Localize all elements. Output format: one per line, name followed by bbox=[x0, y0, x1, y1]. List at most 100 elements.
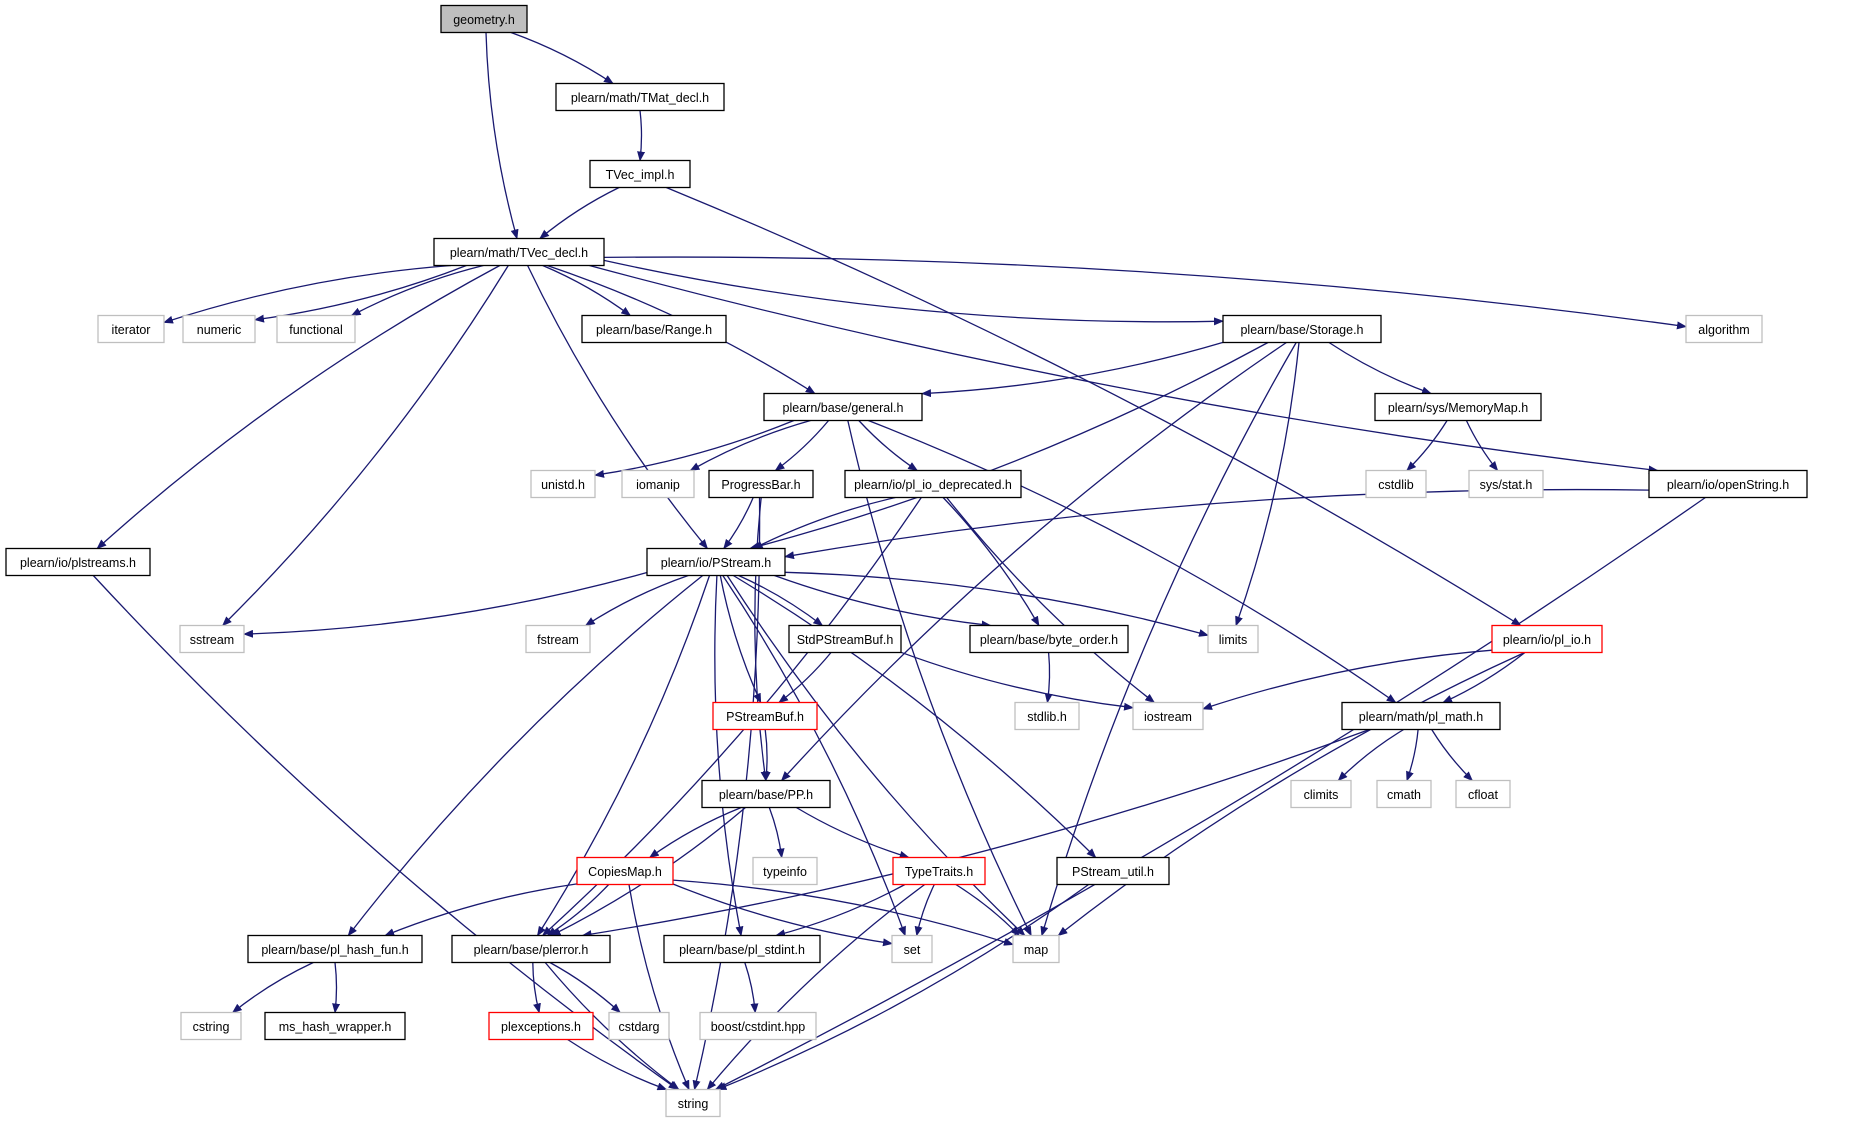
node-pl_io[interactable]: plearn/io/pl_io.h bbox=[1491, 624, 1603, 654]
node-storage[interactable]: plearn/base/Storage.h bbox=[1222, 314, 1382, 344]
node-label: iterator bbox=[112, 323, 151, 337]
node-tvec_decl[interactable]: plearn/math/TVec_decl.h bbox=[433, 237, 605, 267]
node-stdpstreambuf[interactable]: StdPStreamBuf.h bbox=[788, 624, 902, 654]
node-box bbox=[1685, 314, 1763, 344]
node-cfloat: cfloat bbox=[1455, 779, 1511, 809]
node-byte_order[interactable]: plearn/base/byte_order.h bbox=[969, 624, 1129, 654]
node-tmat_decl[interactable]: plearn/math/TMat_decl.h bbox=[555, 82, 725, 112]
node-pl_stdint[interactable]: plearn/base/pl_stdint.h bbox=[663, 934, 821, 964]
node-pp[interactable]: plearn/base/PP.h bbox=[701, 779, 831, 809]
edge-tvec_decl-to-algorithm bbox=[603, 256, 1687, 330]
node-label: ms_hash_wrapper.h bbox=[279, 1020, 392, 1034]
edge-pl_hash_fun-to-cstring bbox=[231, 961, 314, 1014]
node-box bbox=[247, 934, 423, 964]
node-ms_hash[interactable]: ms_hash_wrapper.h bbox=[264, 1011, 406, 1041]
node-pstream_util[interactable]: PStream_util.h bbox=[1056, 856, 1170, 886]
edge-plerror-to-plexceptions bbox=[532, 962, 541, 1014]
node-label: geometry.h bbox=[453, 13, 515, 27]
edge-tvec_impl-to-tvec_decl bbox=[539, 186, 620, 240]
edge-stdpstreambuf-to-iostream bbox=[900, 651, 1134, 711]
edge-storage-to-general bbox=[921, 341, 1224, 398]
edge-pstream_util-to-string bbox=[716, 883, 1089, 1091]
node-label: climits bbox=[1304, 788, 1339, 802]
node-label: PStream_util.h bbox=[1072, 865, 1154, 879]
edge-plexceptions-to-string bbox=[567, 1038, 668, 1091]
node-cmath: cmath bbox=[1376, 779, 1432, 809]
edge-storage-to-limits bbox=[1235, 342, 1300, 627]
edge-progressbar-to-pp bbox=[754, 497, 769, 782]
node-label: plearn/io/plstreams.h bbox=[20, 556, 136, 570]
node-geometry[interactable]: geometry.h bbox=[440, 4, 528, 34]
node-box bbox=[530, 469, 596, 499]
node-label: plearn/math/pl_math.h bbox=[1359, 710, 1483, 724]
node-label: TypeTraits.h bbox=[905, 865, 973, 879]
node-numeric: numeric bbox=[182, 314, 256, 344]
node-plstreams[interactable]: plearn/io/plstreams.h bbox=[5, 547, 151, 577]
node-box bbox=[699, 1011, 817, 1041]
node-label: TVec_impl.h bbox=[606, 168, 675, 182]
node-box bbox=[969, 624, 1129, 654]
node-label: ProgressBar.h bbox=[721, 478, 800, 492]
node-range[interactable]: plearn/base/Range.h bbox=[581, 314, 727, 344]
node-pl_io_dep[interactable]: plearn/io/pl_io_deprecated.h bbox=[844, 469, 1022, 499]
node-label: plearn/base/PP.h bbox=[719, 788, 813, 802]
edge-copiesmap-to-set bbox=[672, 883, 893, 947]
node-general[interactable]: plearn/base/general.h bbox=[763, 392, 923, 422]
node-cstring: cstring bbox=[180, 1011, 242, 1041]
edge-pl_hash_fun-to-ms_hash bbox=[332, 962, 341, 1014]
node-box bbox=[621, 469, 695, 499]
node-box bbox=[1491, 624, 1603, 654]
edge-stdpstreambuf-to-pstreambuf bbox=[778, 652, 832, 704]
node-label: StdPStreamBuf.h bbox=[797, 633, 894, 647]
node-box bbox=[589, 159, 691, 189]
node-cstdarg: cstdarg bbox=[608, 1011, 670, 1041]
node-box bbox=[1207, 624, 1259, 654]
node-label: plearn/base/byte_order.h bbox=[980, 633, 1118, 647]
node-label: limits bbox=[1219, 633, 1247, 647]
edge-storage-to-map bbox=[1040, 342, 1297, 937]
node-label: fstream bbox=[537, 633, 579, 647]
node-pl_math[interactable]: plearn/math/pl_math.h bbox=[1341, 701, 1501, 731]
node-box bbox=[752, 856, 818, 886]
edge-memorymap-to-cstdlib bbox=[1406, 420, 1448, 472]
node-progressbar[interactable]: ProgressBar.h bbox=[708, 469, 814, 499]
edge-typetraits-to-pl_stdint bbox=[775, 883, 906, 938]
edge-copiesmap-to-map bbox=[672, 879, 1014, 946]
node-box bbox=[182, 314, 256, 344]
node-label: plearn/math/TVec_decl.h bbox=[450, 246, 588, 260]
node-box bbox=[1056, 856, 1170, 886]
node-label: cstdarg bbox=[619, 1020, 660, 1034]
node-box bbox=[1132, 701, 1204, 731]
node-box bbox=[1222, 314, 1382, 344]
node-pstreambuf[interactable]: PStreamBuf.h bbox=[712, 701, 818, 731]
node-pstream[interactable]: plearn/io/PStream.h bbox=[646, 547, 786, 577]
edge-pp-to-typetraits bbox=[795, 806, 910, 859]
node-label: set bbox=[904, 943, 921, 957]
edge-pl_io_dep-to-pstream bbox=[752, 496, 896, 550]
node-label: plearn/math/TMat_decl.h bbox=[571, 91, 709, 105]
node-label: plearn/io/pl_io.h bbox=[1503, 633, 1591, 647]
node-memorymap[interactable]: plearn/sys/MemoryMap.h bbox=[1374, 392, 1542, 422]
edge-typetraits-to-string bbox=[706, 883, 926, 1091]
node-box bbox=[663, 934, 821, 964]
node-typetraits[interactable]: TypeTraits.h bbox=[892, 856, 986, 886]
edge-tvec_decl-to-pstream bbox=[527, 265, 709, 550]
node-iterator: iterator bbox=[97, 314, 165, 344]
node-copiesmap[interactable]: CopiesMap.h bbox=[576, 856, 674, 886]
node-box bbox=[451, 934, 611, 964]
edge-pstream-to-pl_stdint bbox=[714, 575, 744, 937]
edge-pl_math-to-cfloat bbox=[1431, 729, 1474, 782]
edge-layer bbox=[92, 31, 1706, 1091]
node-map: map bbox=[1012, 934, 1060, 964]
node-plexceptions[interactable]: plexceptions.h bbox=[488, 1011, 594, 1041]
node-plerror[interactable]: plearn/base/plerror.h bbox=[451, 934, 611, 964]
node-tvec_impl[interactable]: TVec_impl.h bbox=[589, 159, 691, 189]
edge-general-to-pl_io_dep bbox=[858, 420, 919, 472]
edge-pstream-to-set bbox=[722, 575, 906, 937]
node-pl_hash_fun[interactable]: plearn/base/pl_hash_fun.h bbox=[247, 934, 423, 964]
node-box bbox=[1648, 469, 1808, 499]
edge-tvec_decl-to-functional bbox=[350, 264, 484, 317]
node-box bbox=[701, 779, 831, 809]
edge-progressbar-to-pstream bbox=[723, 497, 754, 550]
node-openstring[interactable]: plearn/io/openString.h bbox=[1648, 469, 1808, 499]
